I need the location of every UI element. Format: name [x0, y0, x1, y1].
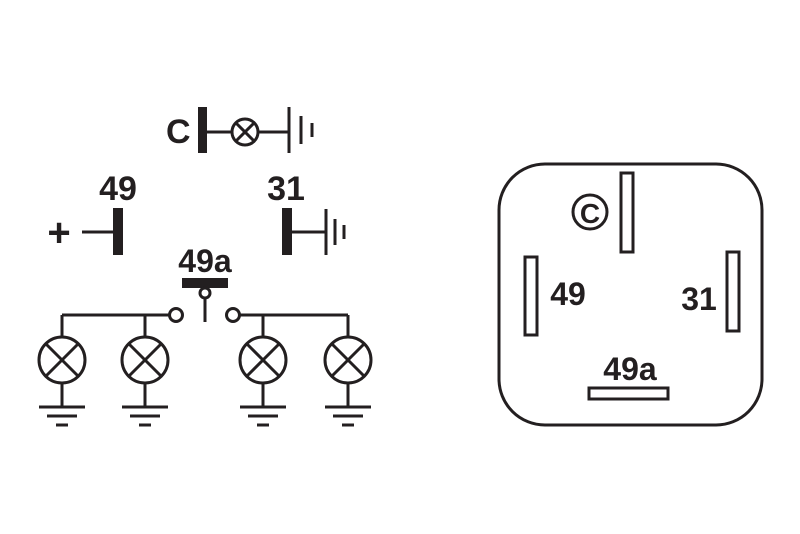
ground-icon	[324, 209, 346, 255]
lamp-4	[323, 315, 373, 427]
pin-31	[725, 250, 741, 333]
terminal-c-circuit: C	[166, 107, 314, 153]
terminal-31-circuit: 31	[267, 170, 346, 255]
ground-icon	[122, 405, 168, 427]
pin-c	[619, 171, 635, 254]
left-contact	[168, 307, 184, 323]
pin-31-label: 31	[681, 281, 717, 317]
pin-49	[523, 255, 539, 337]
pin-49-label: 49	[550, 276, 586, 312]
lamp-icon	[323, 335, 373, 385]
label-31: 31	[267, 170, 305, 208]
ground-icon	[39, 405, 85, 427]
ground-icon	[325, 405, 371, 427]
turn-signal-lamps	[37, 315, 373, 427]
relay-housing: C 49 31 49a	[497, 162, 764, 427]
label-49a: 49a	[178, 243, 232, 279]
terminal-49a-bar	[182, 278, 228, 288]
lamp-icon	[37, 335, 87, 385]
label-49: 49	[99, 170, 137, 208]
right-contact	[225, 307, 241, 323]
lamp-1	[37, 315, 87, 427]
terminal-31-bar	[282, 208, 292, 255]
pin-c-label: C	[580, 198, 600, 229]
plus-symbol: +	[47, 211, 70, 255]
indicator-lamp-icon	[230, 117, 260, 147]
terminal-49-circuit: 49 +	[47, 170, 137, 255]
terminal-49-bar	[113, 208, 123, 255]
pin-49a	[587, 386, 670, 401]
ground-icon	[240, 405, 286, 427]
pin-49a-label: 49a	[603, 351, 657, 387]
lamp-icon	[238, 335, 288, 385]
pin-c-marker	[571, 193, 609, 231]
lamp-3	[238, 315, 288, 427]
lamp-icon	[120, 335, 170, 385]
label-c: C	[166, 113, 191, 151]
terminal-c-bar	[198, 107, 207, 153]
lamp-2	[120, 315, 170, 427]
terminal-49a-circuit: 49a	[62, 243, 348, 323]
ground-icon	[287, 107, 314, 153]
housing-outline	[497, 162, 764, 427]
